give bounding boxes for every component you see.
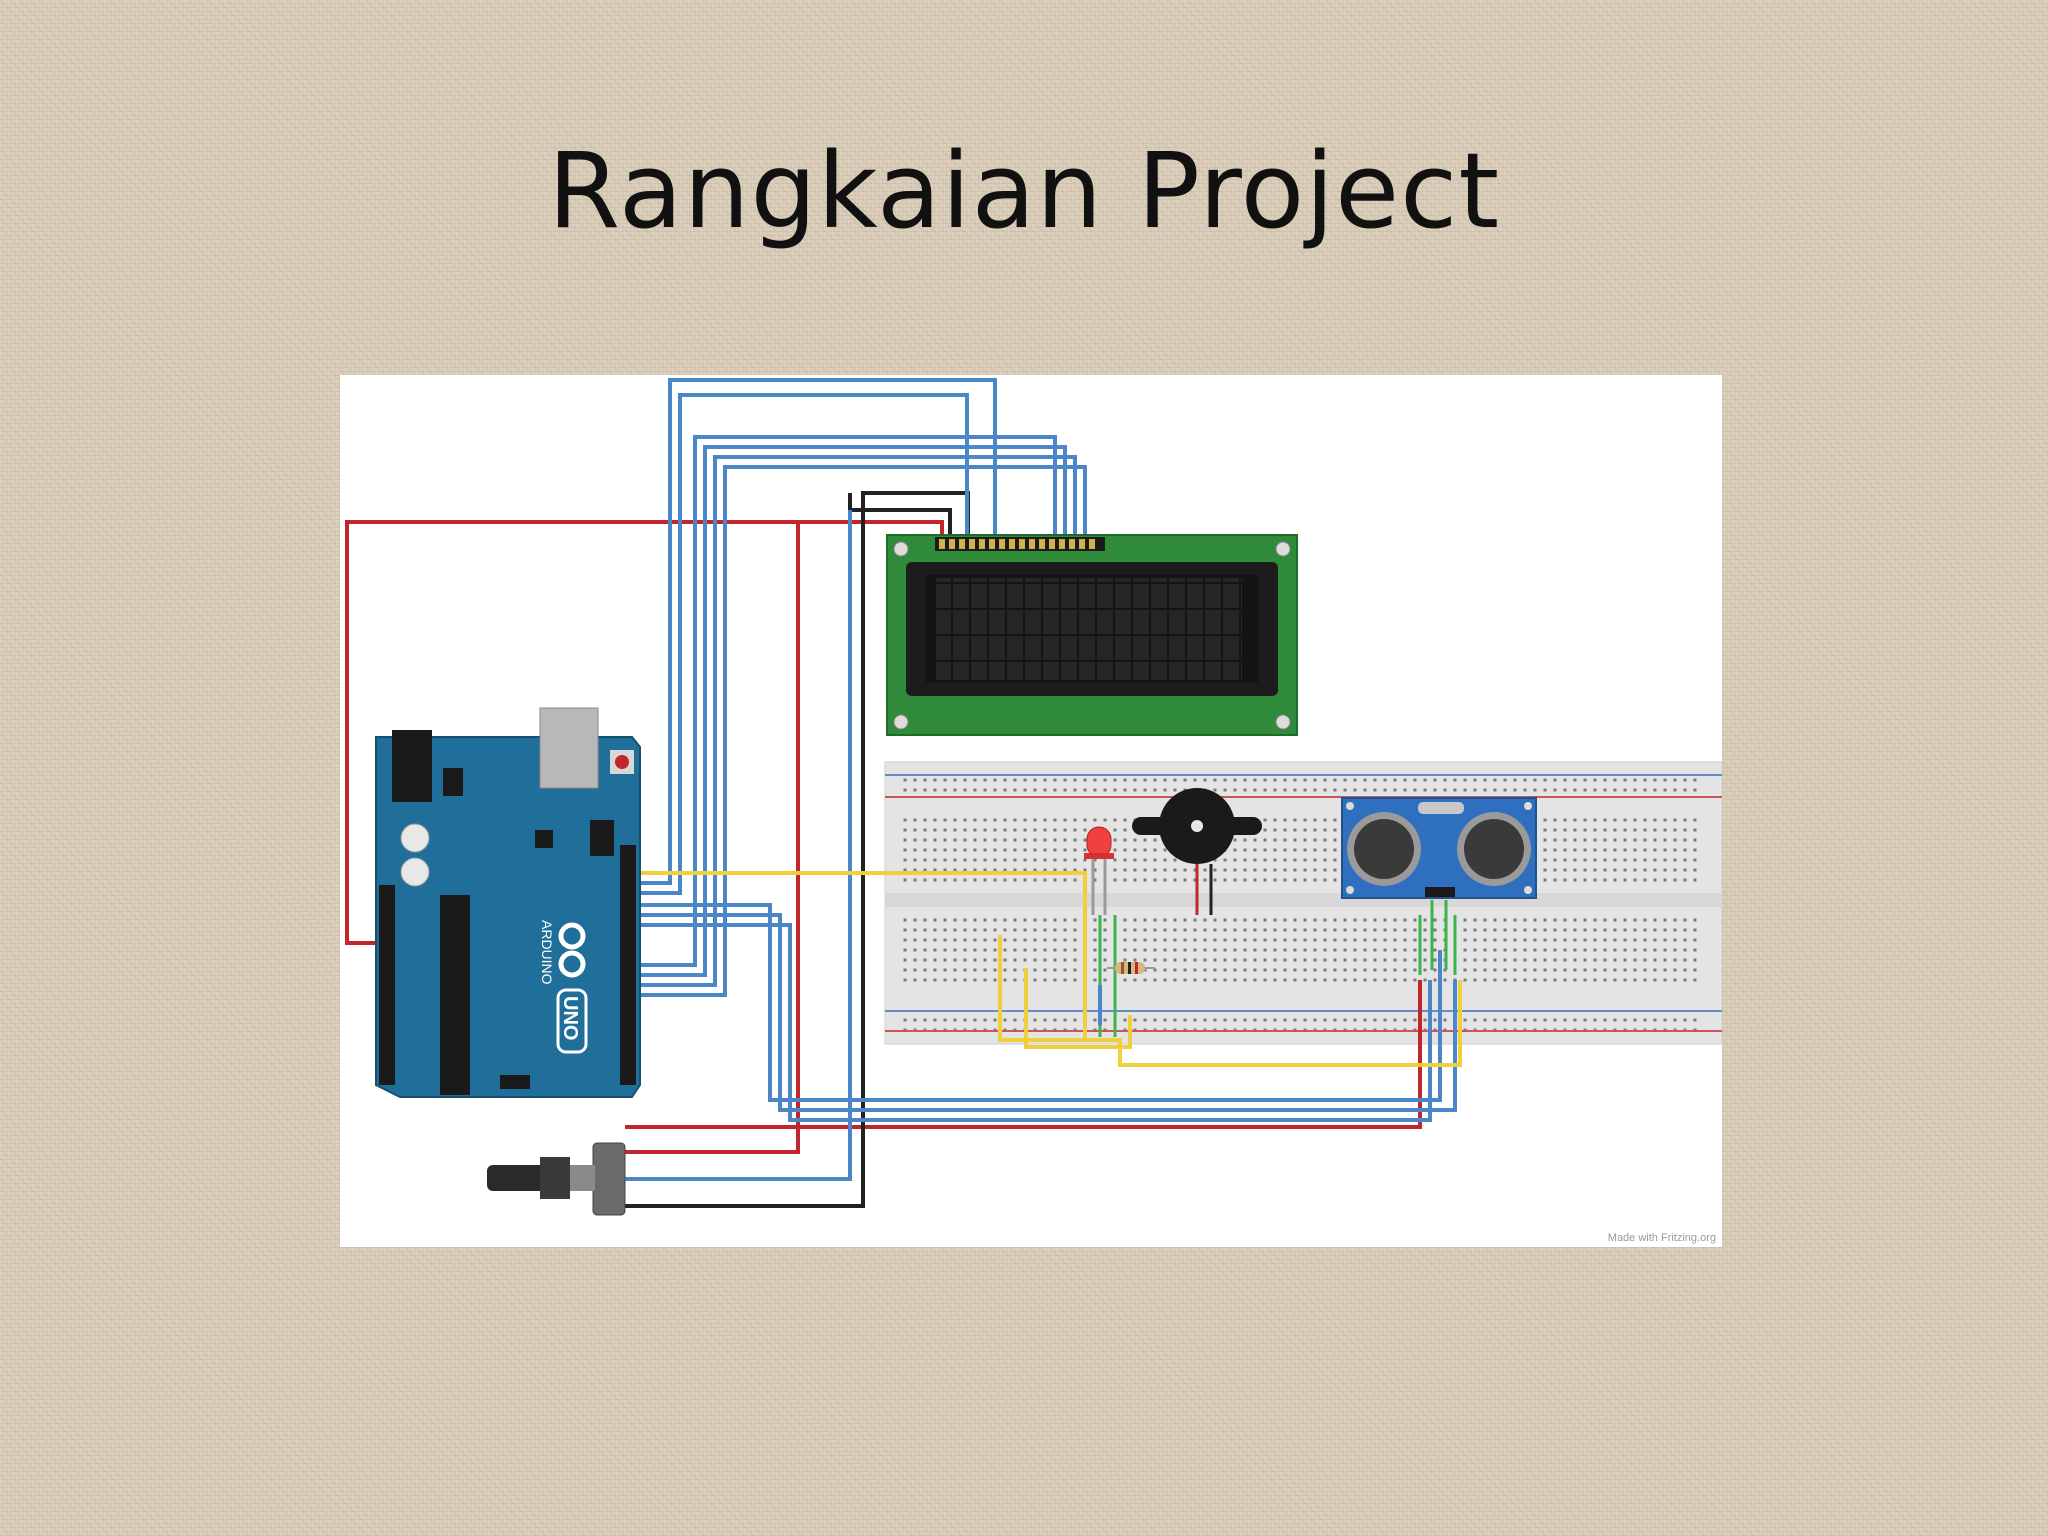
lcd-header-pins (935, 537, 1105, 551)
piezo-buzzer (1132, 788, 1262, 915)
screw-icon (1275, 541, 1291, 557)
power-header (379, 885, 395, 1085)
arduino-brand-label: ARDUINO (539, 920, 555, 985)
breadboard (884, 761, 1722, 1045)
red-wire-ground-bus (625, 980, 1422, 1129)
usb-port (539, 707, 599, 789)
capacitor (400, 857, 430, 887)
black-wire-lcd (848, 493, 952, 545)
blue-wire-6 (625, 465, 1087, 997)
yellow-wire-buzzer (1085, 980, 1462, 1067)
blue-wire-5 (625, 455, 1077, 987)
slide-title: Rangkaian Project (547, 130, 1501, 252)
blue-wire-3 (625, 435, 1057, 967)
blue-wire-sensor-vcc (625, 903, 1442, 1102)
fritzing-watermark: Made with Fritzing.org (1608, 1232, 1716, 1244)
blue-wire-sensor-echo (625, 923, 1432, 1122)
lcd-16x2-module (886, 534, 1298, 736)
circuit-diagram: ARDUINO UNO (340, 375, 1722, 1247)
wires (345, 378, 1462, 1208)
screw-icon (893, 541, 909, 557)
microcontroller-chip (440, 895, 470, 1095)
red-led (1084, 826, 1114, 915)
circuit-svg: ARDUINO UNO (345, 378, 1722, 1244)
arduino-logo-icon: ARDUINO UNO (539, 920, 588, 1054)
reset-button (615, 755, 629, 769)
red-wire-arduino-to-lcd (345, 520, 944, 945)
component-legs (1098, 900, 1457, 1037)
yellow-wire-resistor (1024, 968, 1132, 1049)
digital-header (620, 845, 636, 1085)
capacitor (400, 823, 430, 853)
arduino-model-label: UNO (559, 996, 581, 1040)
screw-icon (893, 714, 909, 730)
resistor (1107, 962, 1155, 974)
potentiometer (487, 1142, 626, 1216)
red-wire-pot (625, 522, 800, 1154)
ultrasonic-sensor-hcsr04 (1341, 797, 1537, 899)
blue-wire-4 (625, 445, 1067, 977)
blue-wire-pot-wiper (625, 510, 852, 1181)
arduino-uno-board: ARDUINO UNO (375, 707, 641, 1098)
power-jack (392, 730, 432, 802)
screw-icon (1275, 714, 1291, 730)
